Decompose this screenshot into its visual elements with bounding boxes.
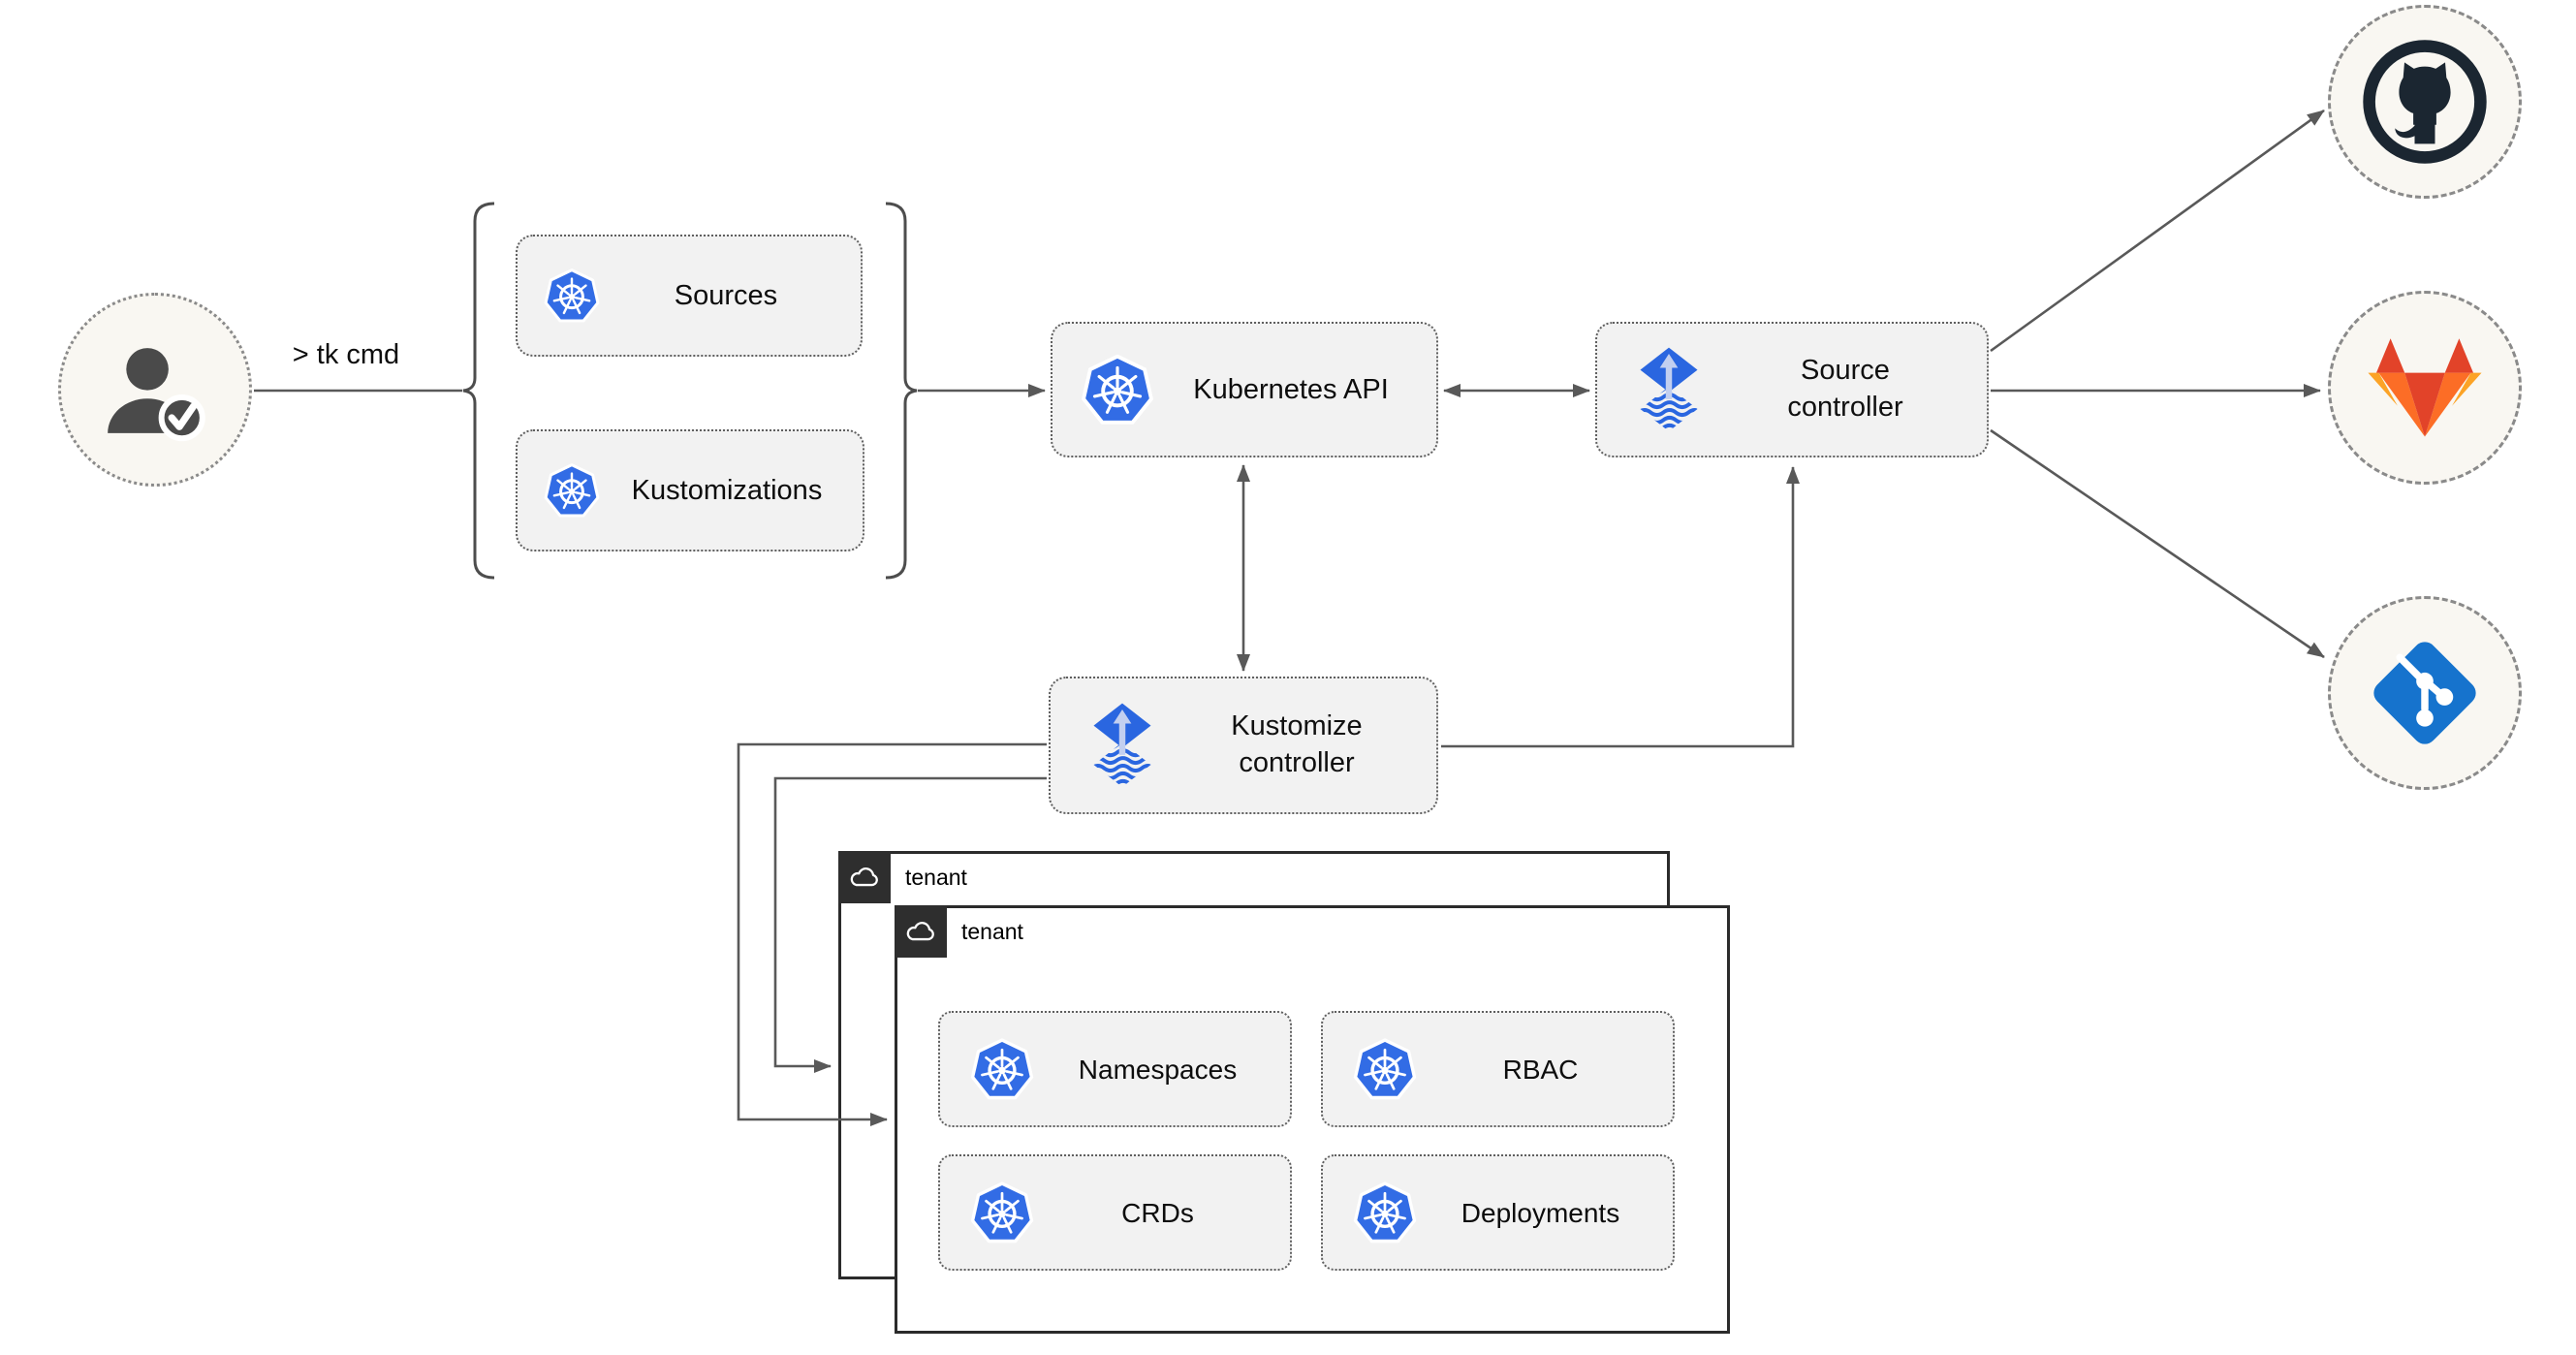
tenant-label: tenant	[961, 919, 1023, 944]
cloud-icon	[848, 865, 881, 891]
github-node	[2328, 5, 2522, 199]
gitlab-node	[2328, 291, 2522, 485]
node-kustomizations: Kustomizations	[516, 429, 864, 551]
kubernetes-icon	[969, 1036, 1035, 1102]
node-crds-label: CRDs	[1121, 1197, 1194, 1228]
edge-source-controller-to-github	[1990, 109, 2325, 353]
kubernetes-icon	[1080, 352, 1155, 427]
edge-source-controller-to-git	[1990, 428, 2325, 659]
kubernetes-icon	[1352, 1180, 1418, 1245]
node-sources: Sources	[516, 235, 863, 357]
user-check-icon	[91, 326, 219, 454]
node-rbac-label: RBAC	[1502, 1054, 1579, 1085]
git-icon	[2359, 627, 2491, 759]
cloud-icon	[904, 919, 937, 945]
node-rbac: RBAC	[1321, 1011, 1675, 1127]
kubernetes-icon	[969, 1180, 1035, 1245]
bracket-right	[885, 202, 918, 580]
node-source-controller-label: Source controller	[1787, 355, 1903, 423]
node-source-controller: Source controller	[1595, 322, 1989, 457]
node-kustomizations-label: Kustomizations	[631, 474, 823, 506]
node-namespaces-label: Namespaces	[1078, 1054, 1238, 1085]
git-node	[2328, 596, 2522, 790]
tenant-header	[838, 851, 891, 903]
node-kubernetes-api-label: Kubernetes API	[1193, 373, 1389, 405]
node-crds: CRDs	[938, 1154, 1292, 1271]
kubernetes-icon	[1352, 1036, 1418, 1102]
node-kubernetes-api: Kubernetes API	[1051, 322, 1438, 457]
flux-icon	[1087, 702, 1157, 790]
tenant-header	[895, 905, 947, 958]
tenant-box-front: tenant Namespaces RBAC CRDs Deployments	[895, 905, 1730, 1334]
kubernetes-icon	[543, 461, 601, 520]
user-node	[58, 293, 252, 487]
flux-icon	[1634, 346, 1704, 434]
github-icon	[2357, 34, 2493, 170]
edge-kustomize-to-source-controller	[1441, 466, 1800, 748]
tenant-label: tenant	[905, 865, 967, 890]
bracket-left	[462, 202, 495, 580]
node-kustomize-controller-label: Kustomize controller	[1231, 710, 1363, 778]
node-kustomize-controller: Kustomize controller	[1049, 677, 1438, 814]
gitlab-icon	[2366, 332, 2484, 444]
node-deployments: Deployments	[1321, 1154, 1675, 1271]
node-sources-label: Sources	[674, 279, 778, 311]
kubernetes-icon	[543, 267, 601, 325]
node-namespaces: Namespaces	[938, 1011, 1292, 1127]
cli-command-label: > tk cmd	[292, 339, 400, 370]
node-deployments-label: Deployments	[1461, 1197, 1620, 1228]
